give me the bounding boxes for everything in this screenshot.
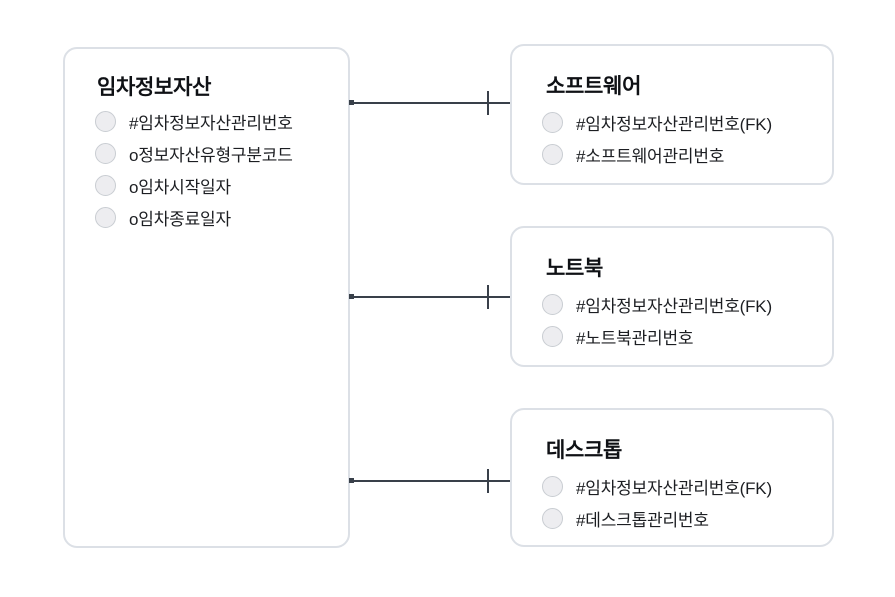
connector-line <box>350 102 510 104</box>
circle-icon <box>95 110 116 132</box>
entity-laptop[interactable]: 노트북 #임차정보자산관리번호(FK) #노트북관리번호 <box>510 226 834 367</box>
attribute-row: #임차정보자산관리번호(FK) <box>512 106 832 138</box>
attribute-row: #임차정보자산관리번호 <box>65 105 348 137</box>
entity-software[interactable]: 소프트웨어 #임차정보자산관리번호(FK) #소프트웨어관리번호 <box>510 44 834 185</box>
attribute-row: #임차정보자산관리번호(FK) <box>512 470 832 502</box>
circle-icon <box>542 143 563 165</box>
attribute-label: #소프트웨어관리번호 <box>576 146 725 166</box>
connector-line <box>350 296 510 298</box>
one-notation-tick <box>487 285 489 309</box>
circle-icon <box>542 475 563 497</box>
attribute-row: #데스크톱관리번호 <box>512 502 832 534</box>
circle-icon <box>542 111 563 133</box>
attribute-list: #임차정보자산관리번호(FK) #소프트웨어관리번호 <box>512 106 832 170</box>
attribute-label: o정보자산유형구분코드 <box>129 145 293 165</box>
attribute-row: o임차종료일자 <box>65 201 348 233</box>
attribute-label: o임차시작일자 <box>129 177 231 197</box>
entity-leased-info-asset[interactable]: 임차정보자산 #임차정보자산관리번호 o정보자산유형구분코드 o임차시작일자 o… <box>63 47 350 548</box>
one-notation-tick <box>487 91 489 115</box>
one-notation-tick <box>487 469 489 493</box>
attribute-label: #임차정보자산관리번호(FK) <box>576 296 772 316</box>
entity-title: 데스크톱 <box>546 439 623 462</box>
circle-icon <box>95 206 116 228</box>
entity-desktop[interactable]: 데스크톱 #임차정보자산관리번호(FK) #데스크톱관리번호 <box>510 408 834 547</box>
circle-icon <box>542 325 563 347</box>
attribute-row: #노트북관리번호 <box>512 320 832 352</box>
circle-icon <box>95 174 116 196</box>
attribute-label: #노트북관리번호 <box>576 328 694 348</box>
entity-title: 임차정보자산 <box>97 76 212 99</box>
circle-icon <box>542 507 563 529</box>
entity-title: 노트북 <box>546 257 604 280</box>
attribute-row: #임차정보자산관리번호(FK) <box>512 288 832 320</box>
attribute-list: #임차정보자산관리번호 o정보자산유형구분코드 o임차시작일자 o임차종료일자 <box>65 105 348 233</box>
circle-icon <box>95 142 116 164</box>
entity-title: 소프트웨어 <box>546 75 642 98</box>
circle-icon <box>542 293 563 315</box>
attribute-list: #임차정보자산관리번호(FK) #노트북관리번호 <box>512 288 832 352</box>
connector-line <box>350 480 510 482</box>
attribute-label: #임차정보자산관리번호 <box>129 113 293 133</box>
attribute-label: #임차정보자산관리번호(FK) <box>576 114 772 134</box>
attribute-label: #데스크톱관리번호 <box>576 510 709 530</box>
attribute-row: o정보자산유형구분코드 <box>65 137 348 169</box>
attribute-row: #소프트웨어관리번호 <box>512 138 832 170</box>
attribute-label: o임차종료일자 <box>129 209 231 229</box>
attribute-label: #임차정보자산관리번호(FK) <box>576 478 772 498</box>
attribute-row: o임차시작일자 <box>65 169 348 201</box>
attribute-list: #임차정보자산관리번호(FK) #데스크톱관리번호 <box>512 470 832 534</box>
